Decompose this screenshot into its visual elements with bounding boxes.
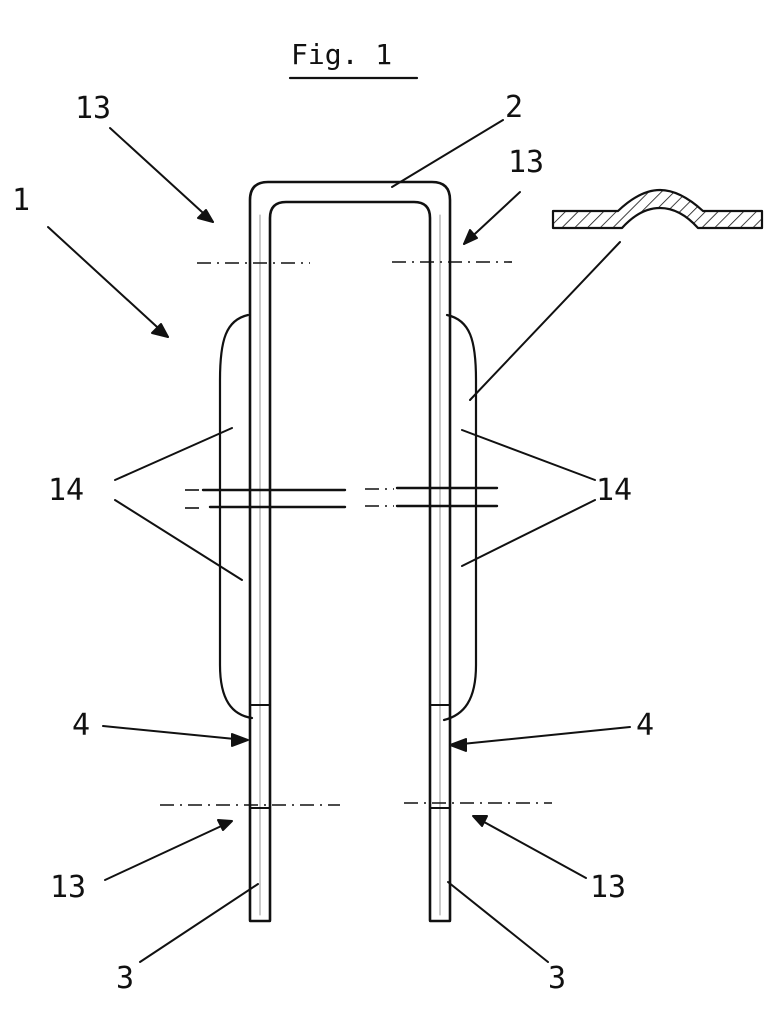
label-13-top-left: 13 bbox=[75, 91, 111, 126]
label-3-right: 3 bbox=[548, 961, 566, 996]
figure-title: Fig. 1 bbox=[291, 38, 392, 71]
sleeve-right-outline bbox=[442, 313, 478, 722]
label-14-left: 14 bbox=[48, 473, 84, 508]
label-4-right: 4 bbox=[636, 708, 654, 743]
label-1-assembly: 1 bbox=[12, 183, 30, 218]
wire-outer-outline bbox=[248, 180, 452, 922]
label-3-left: 3 bbox=[116, 961, 134, 996]
leader-lines bbox=[47, 119, 631, 963]
clamp-band bbox=[185, 486, 499, 509]
label-14-right: 14 bbox=[596, 473, 632, 508]
label-13-bottom-left: 13 bbox=[50, 870, 86, 905]
label-13-bottom-right: 13 bbox=[590, 870, 626, 905]
label-2-bend: 2 bbox=[505, 90, 523, 125]
cross-section-detail bbox=[551, 188, 764, 230]
sleeve-left-outline bbox=[218, 313, 254, 720]
label-13-top-right: 13 bbox=[508, 145, 544, 180]
label-4-left: 4 bbox=[72, 708, 90, 743]
wire-inner-outline bbox=[268, 200, 432, 922]
